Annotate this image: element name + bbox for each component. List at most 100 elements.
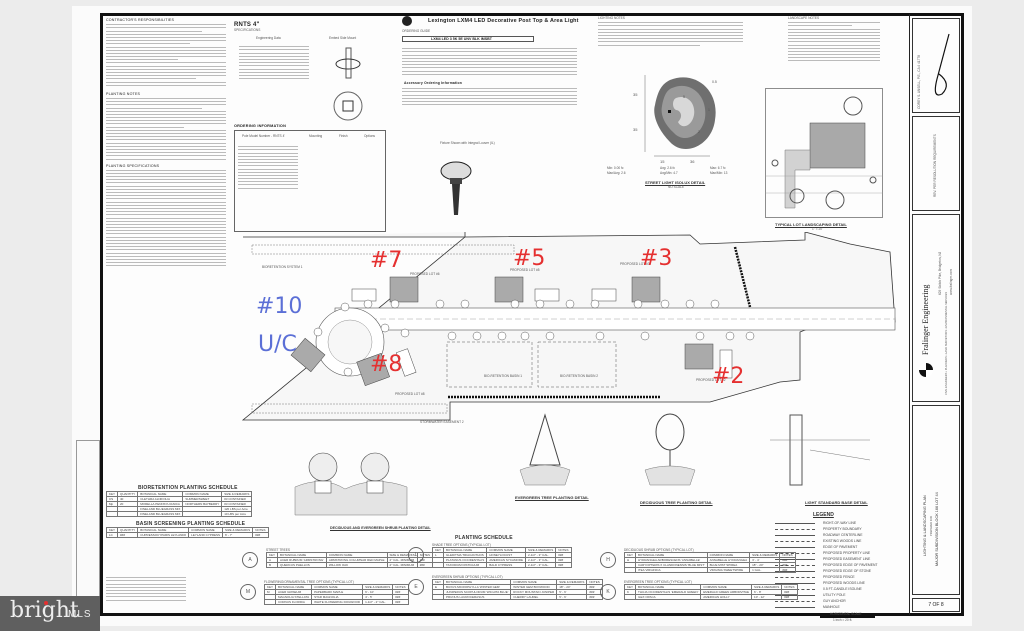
revision-block: REV. PER RESOLUTION REQUIREMENTS — [912, 116, 960, 211]
isolux-avg: Avg: 2.6 fc — [660, 166, 676, 170]
schedule-title: FLOWERING/ORNAMENTAL TREE OPTIONS (TYPIC… — [264, 580, 354, 584]
sheet-number: 7 OF 8 — [912, 598, 960, 612]
plant-symbol-icon: H — [600, 552, 616, 568]
ordering-heading: ORDERING INFORMATION — [234, 124, 287, 128]
ordering-table — [402, 46, 577, 77]
table-cell: QUANTITY — [117, 491, 139, 497]
table-cell: ### — [117, 532, 139, 538]
basin-2-label: BIO-RETENTION BASIN 2 — [560, 374, 599, 378]
pole-model-label: Pole Model Number - RNTS 4' — [242, 134, 285, 138]
table-cell: ITEA VIRGINICA — [635, 567, 708, 573]
table-row: FINELAND BLUEGRASS MIX 10 LBS per Acre — [105, 511, 253, 517]
flowering-schedule: M FLOWERING/ORNAMENTAL TREE OPTIONS (TYPI… — [240, 580, 409, 605]
table-cell: SIZE & REMARKS — [749, 552, 781, 558]
table-cell — [182, 511, 223, 517]
table-cell — [623, 594, 637, 600]
lot-marker-10: #10 — [256, 294, 303, 319]
legend-label: PROPOSED PROPERTY LINE — [823, 551, 871, 555]
legend-label: UTILITY POLE — [823, 593, 846, 597]
legend-line-swatch — [775, 535, 815, 536]
engineering-data-title: Engineering Data — [256, 36, 281, 40]
title-block-divider — [909, 14, 910, 615]
firm-logo-icon — [919, 363, 933, 377]
legend-label: EXISTING WOODS LINE — [823, 539, 862, 543]
table-cell: 10 LBS per Acre — [221, 511, 253, 517]
table-cell: QUANTITY — [117, 527, 139, 533]
table-cell: 5' - 6' — [556, 594, 588, 600]
table-cell: SIZE & REMARKS — [222, 527, 254, 533]
contractor-notes: CONTRACTOR'S RESPONSIBILITIES PLANTING N… — [106, 18, 226, 269]
table-cell: 1-1/2" - 2" CAL. — [362, 599, 394, 605]
legend-label: PROPOSED EDGE OF STONE — [823, 569, 871, 573]
landscape-notes-text — [788, 22, 880, 62]
rnts-subtitle: SPECIFICATIONS — [234, 28, 261, 32]
table-cell: VIRGINIA SWEETSPIRE — [706, 567, 751, 573]
rnts-title: RNTS 4" — [234, 22, 260, 28]
legend-item: PROPERTY BOUNDARY — [775, 526, 880, 532]
basin-1-label: BIO-RETENTION BASIN 1 — [484, 374, 523, 378]
plant-symbol-icon: L — [408, 547, 424, 563]
planting-notes-heading: PLANTING NOTES — [106, 91, 141, 96]
firm-website: www.fralinger.com — [949, 269, 953, 295]
legend-label: GUY ANCHOR — [823, 599, 846, 603]
table-cell: CORNUS FLORIDA — [275, 599, 313, 605]
notes-text — [106, 24, 226, 86]
finish-col: Finish — [339, 134, 348, 138]
legend-item: ROADWAY CENTERLINE — [775, 532, 880, 538]
planting-spec-text — [106, 169, 226, 267]
lot-label-3: PROPOSED LOT #3 — [620, 262, 650, 266]
engineer-signature — [934, 33, 950, 96]
lot-label-8: PROPOSED LOT #8 — [395, 392, 425, 396]
mounting-col: Mounting — [309, 134, 323, 138]
shrub-detail-title: DECIDUOUS AND EVERGREEN SHRUB PLANTING D… — [330, 526, 431, 530]
lexington-spec: Lexington LXM4 LED Decorative Post Top &… — [400, 16, 585, 156]
table-cell: 6' - 7' — [222, 532, 254, 538]
typical-lot-detail-drawing — [765, 88, 883, 218]
easement-label: STORMWATER EASEMENT 2 — [420, 420, 464, 424]
landscape-notes: LANDSCAPE NOTES — [788, 16, 880, 64]
schedule-title: EVERGREEN SHRUB OPTIONS (TYPICAL LOT) — [432, 575, 503, 579]
engineer-name: COREY S. ANSELL, P.E., CA # 41778 — [917, 55, 921, 109]
table-cell: FINELAND BLUEGRASS MIX — [137, 511, 184, 517]
table-cell: ARMSTRONG COLUMNAR RED MAPLE — [325, 557, 388, 563]
legend-item: MANHOLE — [775, 604, 880, 610]
table-cell: LEYLAND CYPRESS — [188, 532, 224, 538]
table-cell — [431, 594, 445, 600]
scale-title: HORIZONTAL SCALE — [830, 612, 862, 616]
mount-title: Embed Side Mount — [329, 36, 357, 40]
firm-services: CIVIL ENGINEERS • PLANNERS • LAND SURVEY… — [945, 291, 948, 395]
isolux-detail-title: STREET LIGHT ISOLUX DETAIL — [645, 180, 706, 185]
legend-item: EDGE OF PAVEMENT — [775, 544, 880, 550]
planting-spec-heading: PLANTING SPECIFICATIONS — [106, 163, 160, 168]
deciduous-tree-drawing — [644, 413, 696, 486]
bioretention-label: BIORETENTION SYSTEM 1 — [262, 265, 303, 269]
table-cell — [263, 599, 277, 605]
table-cell: MAGNOLIA STELLATA — [275, 594, 313, 600]
legend-line-swatch — [775, 601, 815, 602]
pole-base-drawing — [333, 47, 363, 121]
sheet-notes-lower — [106, 575, 186, 603]
table-cell: PLATANUS OCCIDENTALIS — [443, 557, 488, 563]
isolux-scale: NO SCALE — [668, 185, 685, 189]
table-cell: ### — [555, 562, 572, 568]
lot-marker-3: #3 — [640, 246, 673, 271]
table-cell: CHERRY LAUREL — [510, 594, 558, 600]
plant-symbol-icon: M — [240, 584, 256, 600]
isolux-max: Max: 6.7 fc — [710, 166, 726, 170]
lighting-notes: LIGHTING NOTES — [598, 16, 743, 48]
isolux-dim: 35 — [633, 92, 638, 97]
brightmls-watermark: bright MLS — [0, 596, 100, 631]
isolux-min: Min: 0.00 fc — [607, 166, 624, 170]
table-cell: WILLOW OAK — [325, 562, 388, 568]
table-cell: HYDRANGEA ARBORESCENS 'ANNABELLE' — [635, 557, 708, 563]
contour-label: 1 — [708, 108, 710, 112]
table-cell: 120 LBS per Acre — [221, 506, 253, 512]
contour-label: 5 — [683, 95, 685, 99]
